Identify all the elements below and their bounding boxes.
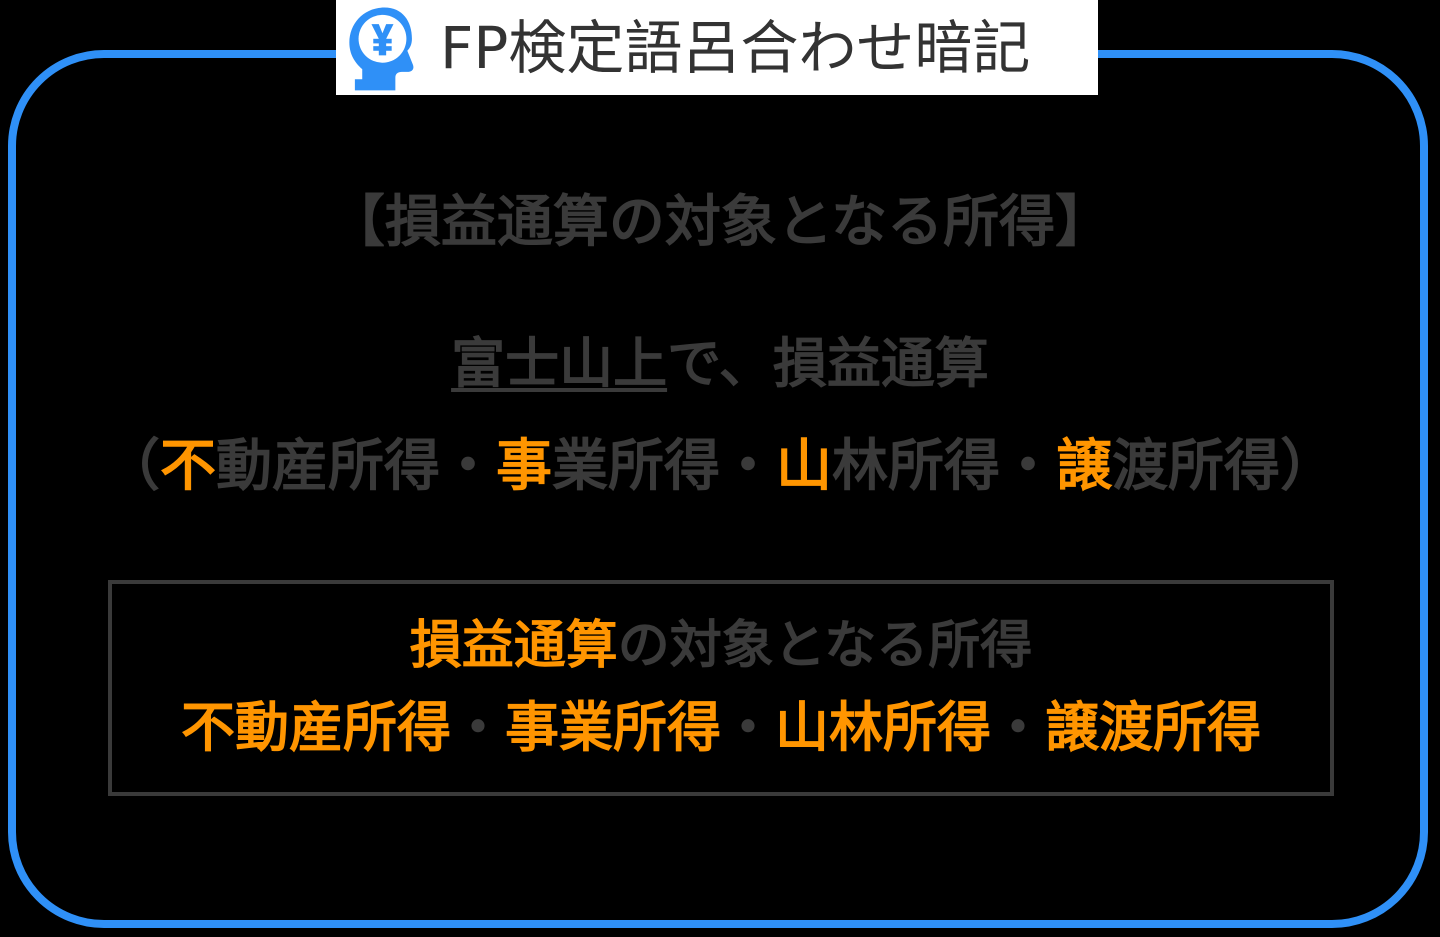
expansion-term-head-2: 山 [776,434,832,499]
expansion-separator-0: ・ [440,434,496,499]
mnemonic-underlined-part: 富士山上 [451,332,668,395]
head-with-yen-icon [349,7,414,90]
summary-item-3: 譲渡所得 [1045,695,1261,759]
header-badge: FP検定語呂合わせ暗記 [336,0,1098,95]
expansion-term-tail-0: 動産所得 [216,434,440,499]
summary-heading-highlight: 損益通算 [409,616,618,677]
summary-separator-0: ・ [451,695,505,759]
summary-separator-1: ・ [721,695,775,759]
expansion-separator-1: ・ [720,434,776,499]
close-paren: ） [1280,434,1336,499]
mnemonic-expansion: （不動産所得・事業所得・山林所得・譲渡所得） [0,434,1440,500]
summary-separator-2: ・ [991,695,1045,759]
open-paren: （ [104,434,160,499]
summary-heading: 損益通算の対象となる所得 [410,615,1032,677]
summary-item-0: 不動産所得 [181,695,451,759]
summary-item-2: 山林所得 [775,695,991,759]
expansion-separator-2: ・ [1000,434,1056,499]
expansion-term-tail-2: 林所得 [832,434,1000,499]
summary-item-1: 事業所得 [505,695,721,759]
summary-heading-rest: の対象となる所得 [617,616,1033,677]
page-title: 【損益通算の対象となる所得】 [328,189,1112,255]
mnemonic-phrase: 富士山上で、損益通算 [0,332,1440,396]
expansion-term-tail-1: 業所得 [552,434,720,499]
expansion-term-tail-3: 渡所得 [1112,434,1280,499]
expansion-term-head-0: 不 [160,434,216,499]
brand-title: FP検定語呂合わせ暗記 [440,13,1031,82]
expansion-term-head-1: 事 [496,434,552,499]
summary-item-list: 不動産所得・事業所得・山林所得・譲渡所得 [181,696,1261,761]
mnemonic-rest: で、損益通算 [667,332,989,395]
expansion-term-head-3: 譲 [1056,434,1112,499]
summary-box: 損益通算の対象となる所得 不動産所得・事業所得・山林所得・譲渡所得 [108,580,1334,796]
